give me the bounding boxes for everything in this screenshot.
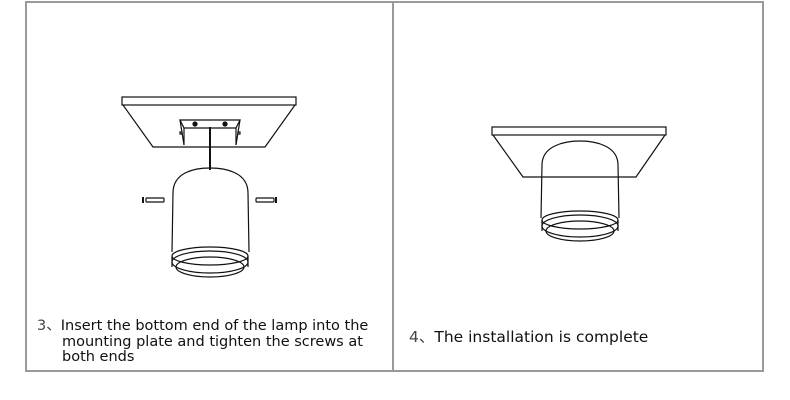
column-divider <box>392 1 394 372</box>
bracket-icon <box>179 119 241 146</box>
screw-left-icon <box>142 197 165 203</box>
step-4-number: 4、 <box>409 328 435 346</box>
lamp-installed-icon <box>540 140 620 242</box>
mounting-plate-icon <box>491 126 667 178</box>
lamp-icon <box>171 167 250 278</box>
step-3-caption: 3、Insert the bottom end of the lamp into… <box>37 318 369 365</box>
step-3-number: 3、 <box>37 318 61 334</box>
instruction-table <box>25 1 764 372</box>
step-4-caption: 4、The installation is complete <box>409 328 649 346</box>
screw-right-icon <box>255 197 277 203</box>
